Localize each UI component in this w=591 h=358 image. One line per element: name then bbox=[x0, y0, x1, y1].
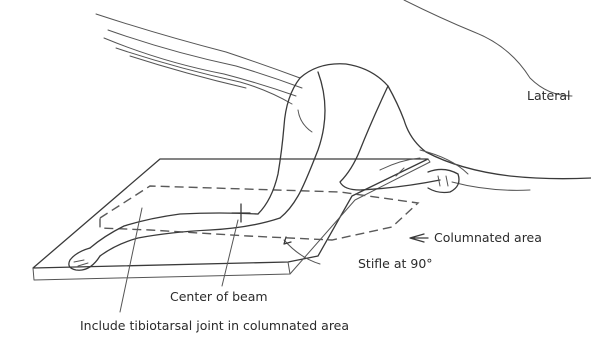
fore-limb bbox=[340, 86, 440, 190]
hind-limb-upper bbox=[258, 72, 325, 218]
beam-center-marker bbox=[232, 204, 250, 222]
label-lateral: Lateral bbox=[527, 88, 571, 103]
label-columnated-area: Columnated area bbox=[434, 230, 542, 245]
label-include-tibiotarsal: Include tibiotarsal joint in columnated … bbox=[80, 318, 349, 333]
tail bbox=[96, 14, 302, 104]
hind-limb-lower bbox=[90, 213, 280, 256]
label-stifle: Stifle at 90° bbox=[358, 256, 433, 271]
columnated-arrow bbox=[410, 234, 428, 242]
leader-center-of-beam bbox=[222, 220, 238, 286]
label-center-of-beam: Center of beam bbox=[170, 289, 268, 304]
